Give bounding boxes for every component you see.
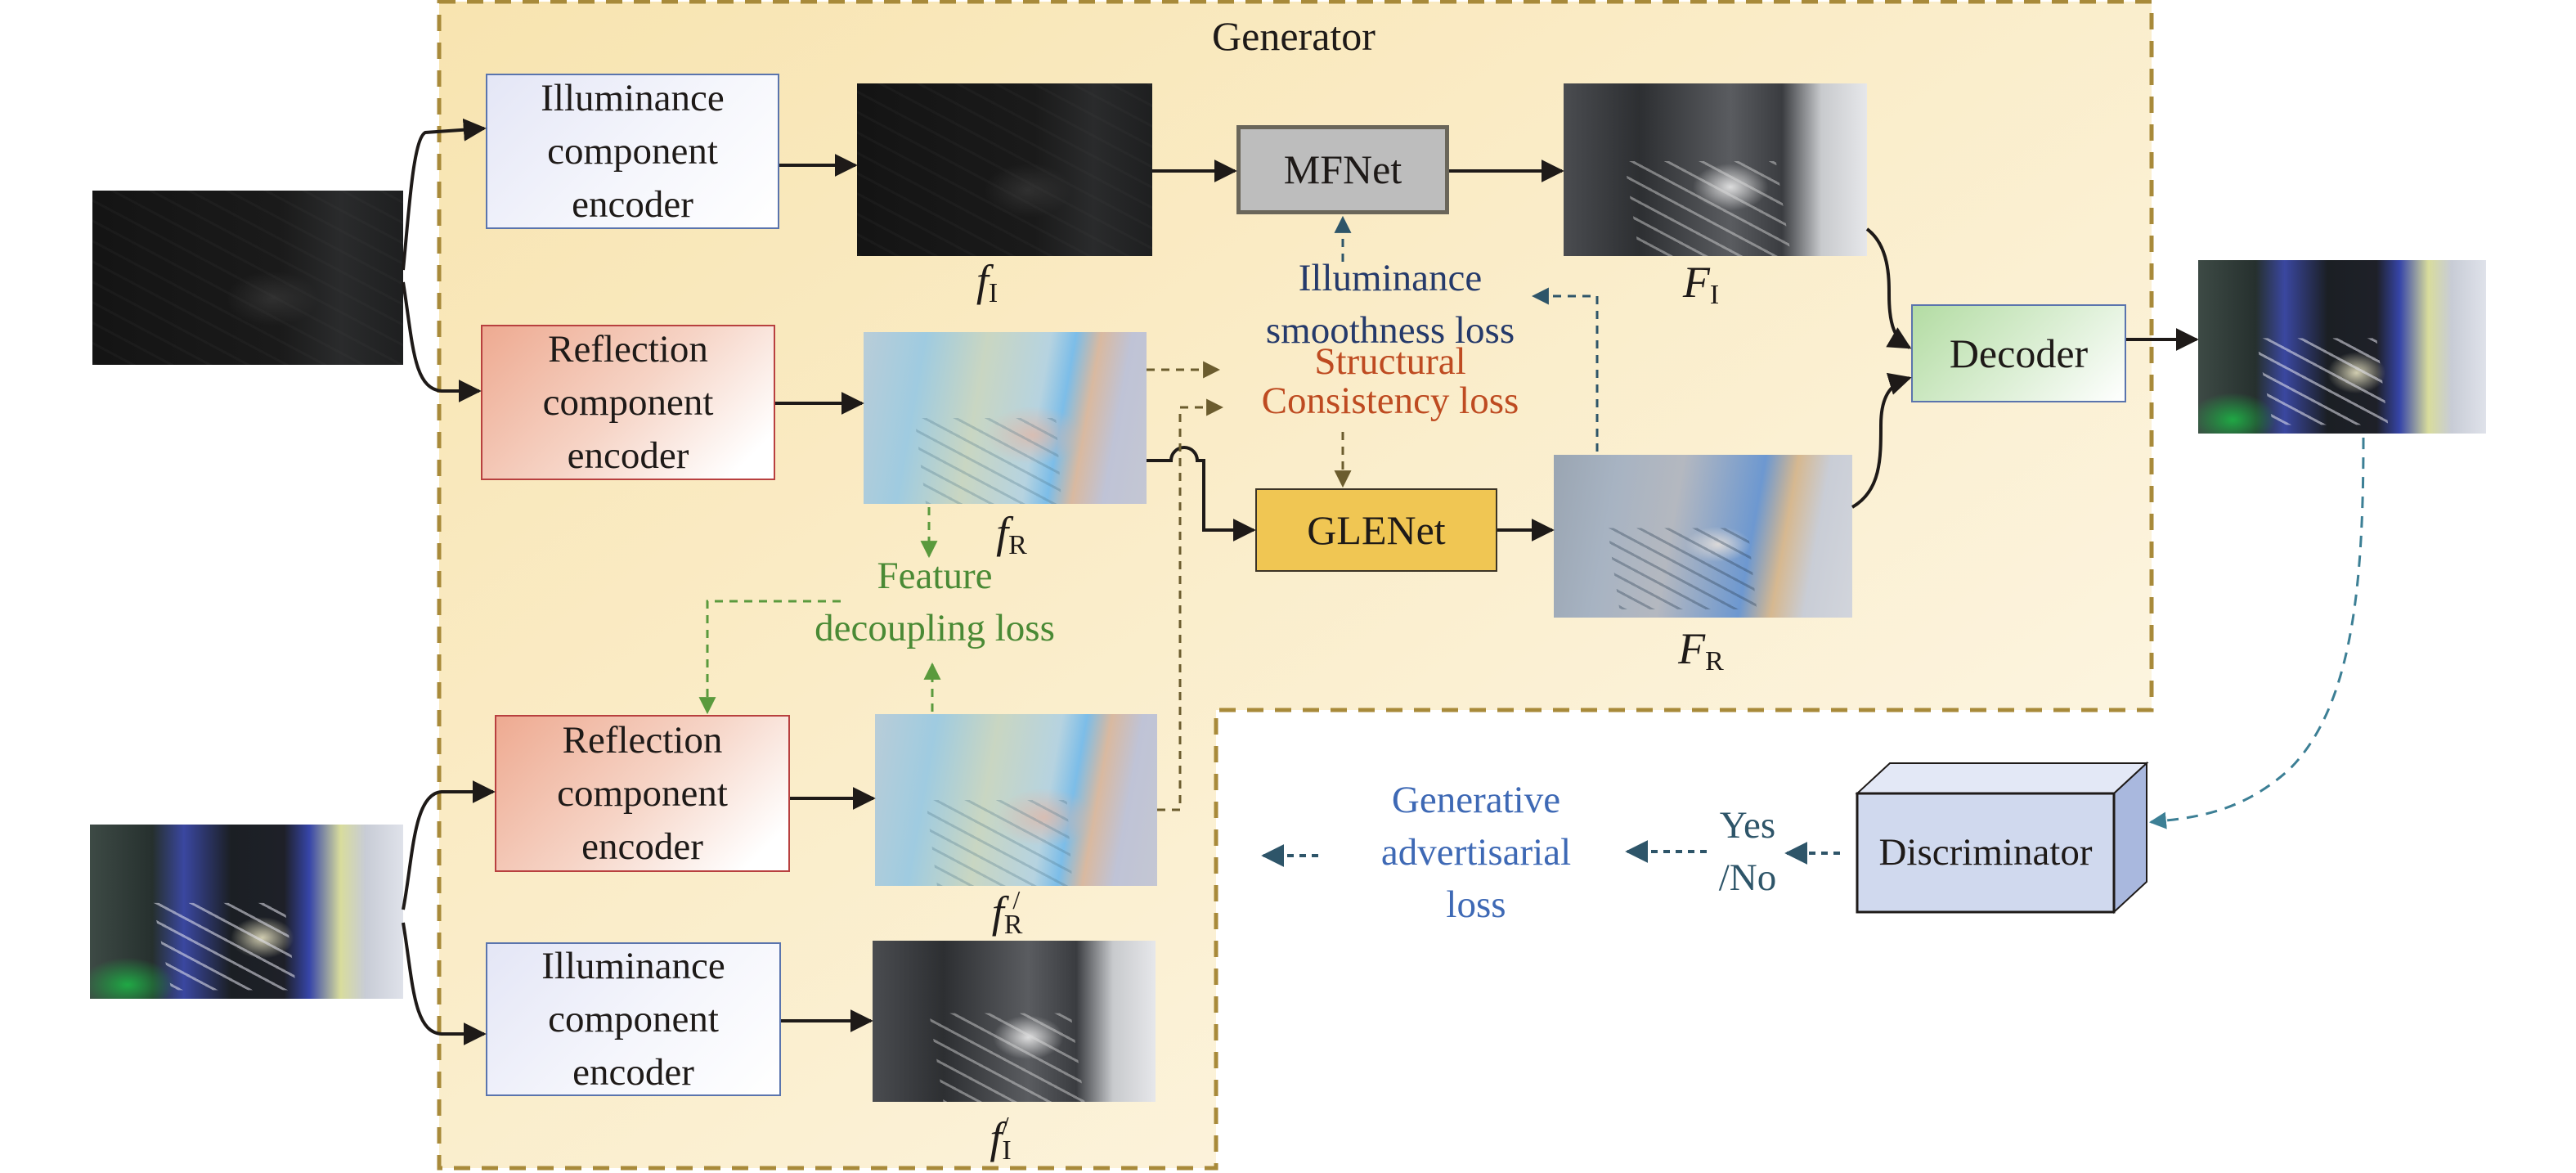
F-R-enhanced-image (1554, 455, 1852, 618)
f-R-label: fR (996, 508, 1027, 560)
F-I-label: FI (1682, 258, 1720, 310)
glenet-block: GLENet (1255, 488, 1497, 572)
f-I-prime-label: fI/ (990, 1111, 1012, 1166)
mfnet-label: MFNet (1283, 146, 1402, 192)
arrow-fRprime-to-structural-loss-upper (1178, 398, 1224, 687)
encoder-label-line: encoder (572, 182, 693, 226)
illuminance-smoothness-loss-label: Illuminance smoothness loss (1265, 257, 1515, 352)
encoder-label-line: Illuminance (541, 76, 725, 119)
arrow-fR-to-glenet (1147, 446, 1256, 542)
encoder-label-line: encoder (572, 1050, 694, 1094)
F-R-label: FR (1678, 624, 1724, 676)
encoder-label-line: encoder (581, 825, 703, 868)
f-R-prime-feature-image (875, 714, 1157, 886)
decoder-block: Decoder (1911, 304, 2126, 402)
arrow-FI-to-decoder (1865, 227, 1912, 349)
f-R-feature-image (864, 332, 1147, 504)
F-I-enhanced-image (1564, 83, 1867, 256)
enhanced-output-image (2198, 260, 2486, 434)
arrow-input-to-reflection-encoder (402, 281, 482, 402)
generative-adversarial-loss-label: Generative advertisarial loss (1380, 779, 1572, 926)
f-I-prime-feature-image (873, 941, 1156, 1102)
f-R-prime-label: fR/ (991, 885, 1023, 940)
discriminator-front-face (1856, 792, 2116, 914)
encoder-label-line: component (547, 129, 718, 173)
decoder-label: Decoder (1949, 330, 2089, 376)
f-I-label: fI (976, 256, 999, 308)
encoder-label-line: Reflection (562, 718, 723, 762)
arrow-FR-to-decoder (1851, 372, 1912, 509)
discriminator-label: Discriminator (1878, 831, 2093, 874)
arrow-fRprime-to-structural-loss-lower (1157, 687, 1182, 811)
arrow-input-to-illuminance-encoder (402, 118, 487, 271)
structural-consistency-loss-label: Structural Consistency loss (1261, 340, 1519, 422)
generator-title: Generator (1212, 13, 1376, 59)
encoder-label-line: Reflection (548, 327, 708, 371)
encoder-label-line: Illuminance (541, 944, 725, 987)
low-light-input-image (92, 191, 403, 365)
reflection-encoder-top: Reflection component encoder (481, 325, 775, 480)
encoder-label-line: component (542, 380, 714, 424)
glenet-label: GLENet (1307, 506, 1446, 553)
yes-no-label: Yes /No (1718, 804, 1777, 899)
encoder-label-line: encoder (567, 434, 689, 477)
arrow-input2-to-illuminance-encoder (402, 922, 487, 1045)
illuminance-encoder-bottom: Illuminance component encoder (486, 942, 781, 1096)
encoder-label-line: component (557, 771, 728, 815)
reflection-encoder-bottom: Reflection component encoder (495, 715, 790, 872)
arrow-input2-to-reflection-encoder (402, 780, 496, 910)
arrow-FR-to-illum-smooth-loss (1531, 287, 1599, 452)
normal-light-input-image (90, 825, 403, 999)
arrow-output-to-discriminator (2148, 437, 2365, 829)
encoder-label-line: component (548, 997, 719, 1040)
illuminance-encoder-top: Illuminance component encoder (486, 74, 779, 229)
f-I-feature-image (857, 83, 1152, 256)
mfnet-block: MFNet (1236, 125, 1449, 214)
feature-decoupling-loss-label: Feature decoupling loss (815, 555, 1055, 649)
arrow-feature-loss-to-reflection-encoder (698, 600, 841, 715)
